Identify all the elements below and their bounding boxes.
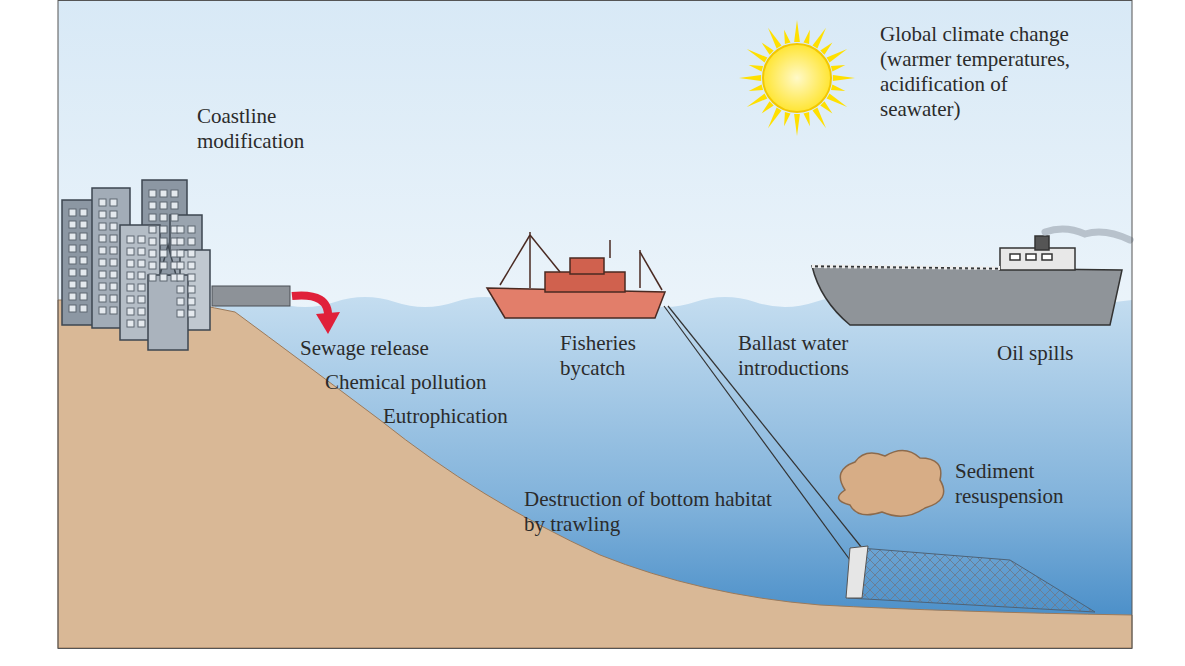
oil-tanker [812, 236, 1122, 325]
threat-label: Oil spills [997, 341, 1117, 366]
building-windows [69, 190, 195, 327]
net-door [846, 546, 868, 598]
threat-label: Sewage release [300, 336, 500, 361]
sky [58, 0, 1132, 648]
sea-floor [58, 300, 1132, 648]
threat-label: Destruction of bottom habitat by trawlin… [524, 487, 774, 537]
sun [739, 20, 855, 136]
frame [58, 1, 1132, 649]
smoke [1045, 229, 1130, 240]
threat-label: Sediment resuspension [955, 459, 1085, 509]
sediment-cloud [839, 450, 944, 516]
threat-label: Eutrophication [383, 404, 563, 429]
sewage-arrowhead [316, 312, 340, 334]
outfall-pipe [212, 286, 290, 306]
fishing-boat [487, 232, 665, 318]
threat-label: Chemical pollution [325, 370, 535, 395]
threat-label: Coastline modification [197, 104, 367, 154]
trawl-net [848, 548, 1095, 612]
city-buildings [62, 180, 210, 350]
threat-label: Global climate change (warmer temperatur… [880, 22, 1080, 122]
threat-label: Ballast water introductions [738, 331, 913, 381]
threat-label: Fisheries bycatch [560, 331, 670, 381]
